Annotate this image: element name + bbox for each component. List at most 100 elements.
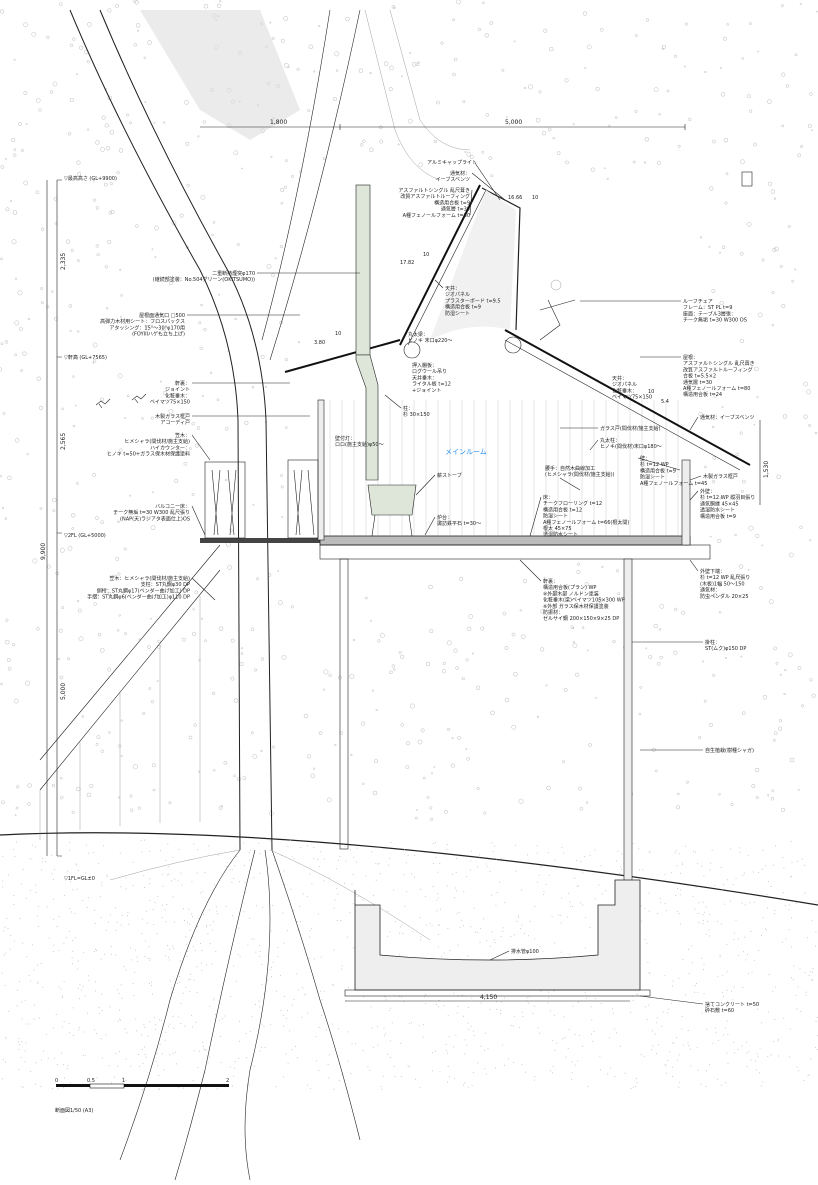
- annotation-label: ライタル板 t=12: [412, 381, 451, 388]
- annotation-label: 屋根：: [683, 354, 698, 361]
- scale-tick: 1: [122, 1078, 125, 1084]
- dim-v-total: 9,900: [40, 543, 47, 560]
- slope-label: 10: [532, 195, 538, 201]
- log-beam: [403, 341, 421, 359]
- annotation-label: 構造用合板 t=9: [700, 513, 736, 520]
- annotation-label: 化粧垂木：: [612, 387, 637, 394]
- annotation-label: ベイマツ75×150: [150, 400, 190, 406]
- annotation-label: 構造用合板 t=9: [434, 199, 470, 206]
- annotation-label: チーク無垢 t=30 W300 乱尺張り: [113, 509, 190, 516]
- annotation-label: (木板)1幅 50〜150: [700, 580, 745, 587]
- chimney: [355, 184, 371, 356]
- slope-label: 5.4: [661, 399, 669, 405]
- leader-line: [689, 559, 699, 572]
- annotation-label: 構造用合板 t=9: [640, 467, 676, 474]
- annotation-label: 防虫ペンダル 20×25: [700, 593, 749, 600]
- log-beam: [504, 336, 522, 354]
- annotation-label: チーク無垢 t=30 W300 OS: [683, 317, 747, 324]
- dim-v-middle: 2,565: [60, 433, 67, 450]
- annotation-label: 杉 t=12 WP: [640, 461, 669, 468]
- annotation-label: アスファルトシングル 乱尺葺き: [683, 360, 755, 367]
- annotation-label: 掛柱：: [705, 639, 720, 646]
- annotation-label: (NAP(天)ラジアタ表面仕上)OS: [120, 515, 190, 522]
- leader-line: [415, 474, 436, 496]
- annotation-label: 通気層 t=30: [441, 206, 470, 213]
- bird-icon: [131, 393, 147, 404]
- annotation-label: バルコニー床：: [155, 503, 190, 510]
- steep-roof: [399, 184, 481, 346]
- column-left: [339, 558, 349, 850]
- annotation-label: 炉台：: [437, 514, 452, 521]
- annotation-label: (継続部塗装：No.504グリーン(OKITSUMO)): [153, 276, 255, 283]
- annotation-label: 透湿防水シート: [543, 531, 578, 538]
- slope-label: 10: [335, 331, 341, 337]
- annotation-label: 改質アスファルトルーフィング: [683, 366, 753, 373]
- annotation-label: 押入棚板：: [412, 362, 437, 369]
- bird-icon: [95, 398, 111, 409]
- floor-joists: [319, 544, 711, 560]
- birdhouse: [741, 171, 753, 187]
- annotation-label: ガラス戸(間伐材/施主支給): [600, 425, 661, 432]
- wood-stove: [367, 484, 417, 516]
- annotation-label: 透湿防水シート: [700, 507, 735, 514]
- annotation-label: 軒裏：: [543, 578, 558, 585]
- seated-figure: [550, 279, 562, 291]
- leader-line: [689, 416, 699, 431]
- leader-line: [191, 577, 216, 601]
- annotation-label: 構造用合板(プラン) WP: [543, 584, 596, 591]
- annotation-label: 通気材：: [700, 587, 720, 594]
- slope-label: 3.80: [314, 340, 325, 346]
- annotation-label: ベイマツ75×150: [612, 395, 652, 401]
- right-roof: [504, 329, 751, 466]
- annotation-label: ヒノキ(間伐材)末口φ180〜: [600, 443, 662, 450]
- annotation-label: 丸太梁：: [408, 331, 428, 338]
- slope-label: 16.66: [508, 195, 522, 201]
- annotation-label: 天井垂木：: [412, 374, 437, 381]
- annotation-label: A種フェノールフォーム t=45: [640, 480, 707, 487]
- annotation-label: 防湿シート: [640, 474, 665, 481]
- annotation-label: 諏訪鉄平石 t=30〜: [437, 520, 481, 527]
- annotation-label: 笠木：ヒメシャラ(間伐材/施主支給): [109, 575, 190, 582]
- annotation-label: 手摺：ST丸鋼φ6(ベンダー曲げ加工)φ110 DP: [87, 594, 190, 601]
- annotation-label: A種フェノールフォーム t=80: [403, 212, 470, 219]
- annotation-label: ジオパネル: [445, 292, 470, 298]
- annotation-label: 壁：: [640, 455, 650, 462]
- annotation-label: 外壁：: [700, 488, 715, 495]
- annotation-label: 改質アスファルトルーフィング: [400, 193, 470, 200]
- leader-line: [589, 439, 599, 451]
- annotation-label: (ヒメシャラ(間伐材/施主支給)): [545, 471, 615, 478]
- scale-tick: 0: [55, 1078, 58, 1084]
- leader-line: [191, 434, 211, 461]
- annotation-label: 通気胴縁 45×45: [700, 500, 739, 507]
- level-2fl: ▽2FL (GL+5000): [64, 533, 106, 539]
- annotation-label: 構造用合板 t=24: [683, 391, 722, 398]
- dim-right-wall: 1,530: [763, 461, 770, 478]
- balcony-railing-left: [204, 461, 246, 539]
- leader-line: [637, 457, 681, 471]
- annotation-label: 構造用合板 t=12: [543, 506, 582, 513]
- annotation-label: 捨てコンクリート t=50: [705, 1001, 759, 1008]
- annotation-label: 自生植栽(樹種シャガ): [705, 747, 754, 754]
- stairs: [39, 544, 221, 840]
- annotation-label: A種フェノールフォーム t=66(根太間): [543, 519, 629, 526]
- annotation-label: 構造用合板 t=9: [445, 304, 481, 311]
- annotation-label: 通気材：: [450, 170, 470, 177]
- leader-line: [424, 516, 436, 536]
- tree-shadow: [140, 10, 300, 140]
- annotation-label: 合板 t=5.5×2: [683, 373, 716, 380]
- annotation-label: 砕石敷 t=60: [705, 1007, 734, 1014]
- slope-label: 17.82: [400, 260, 414, 266]
- leader-line: [529, 496, 542, 537]
- annotation-label: 通気材：イーブスベンツ: [700, 414, 754, 421]
- left-wall: [317, 399, 325, 541]
- slope-label: 10: [423, 252, 429, 258]
- annotation-label: ※外部 ガラス保木材保護塗装: [543, 603, 609, 610]
- annotations: 二重断熱煙突φ170(継続部塗装：No.504グリーン(OKITSUMO))屋根…: [87, 160, 759, 1014]
- annotation-label: アコーディ戸: [160, 419, 190, 426]
- annotation-label: 壁付灯：: [335, 435, 355, 442]
- annotation-label: 根太 45×75: [543, 525, 572, 532]
- roof-chair: [539, 299, 576, 341]
- annotation-label: イーブスベンツ: [436, 176, 470, 183]
- annotation-label: ST(ムク)φ150 DP: [705, 646, 746, 652]
